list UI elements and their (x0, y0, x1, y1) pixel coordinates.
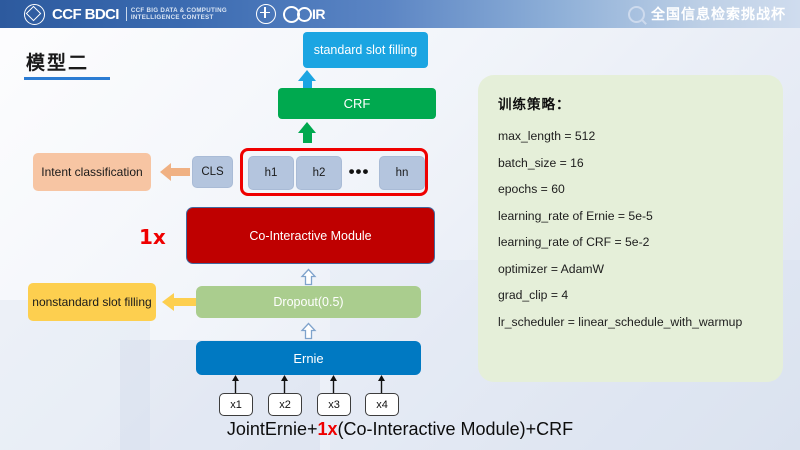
node-nonstandard-slot-filling: nonstandard slot filling (28, 283, 156, 321)
node-input-x2: x2 (268, 393, 302, 416)
hyperparameter-line: grad_clip = 4 (498, 288, 569, 302)
training-strategy-panel: 训练策略： max_length = 512 batch_size = 16 e… (478, 75, 783, 382)
node-crf: CRF (278, 88, 436, 119)
node-input-x4: x4 (365, 393, 399, 416)
node-standard-slot-filling: standard slot filling (303, 32, 428, 68)
ccf-tagline: CCF BIG DATA & COMPUTING INTELLIGENCE CO… (125, 6, 227, 22)
header-title: 全国信息检索挑战杯 (651, 7, 786, 23)
header-bar: CCF BDCI CCF BIG DATA & COMPUTING INTELL… (0, 0, 800, 28)
caption-suffix: (Co-Interactive Module)+CRF (337, 419, 574, 439)
arrow-x4-to-ernie-icon (377, 375, 386, 394)
caption-prefix: JointErnie+ (226, 419, 318, 439)
ccf-seal-icon (24, 3, 45, 25)
title-underline (24, 77, 110, 80)
hyperparameter-line: batch_size = 16 (498, 155, 584, 170)
arrow-x3-to-ernie-icon (329, 375, 338, 394)
cqir-logo-text: IR (311, 6, 326, 22)
node-ernie: Ernie (196, 341, 421, 375)
arrow-x2-to-ernie-icon (280, 375, 289, 394)
node-cls-token: CLS (192, 156, 233, 188)
hyperparameter-line: lr_scheduler = linear_schedule_with_warm… (498, 314, 743, 329)
node-dropout: Dropout(0.5) (196, 286, 421, 318)
header-title-group: 全国信息检索挑战杯 (628, 4, 800, 24)
header-logos: CCF BDCI CCF BIG DATA & COMPUTING INTELL… (0, 3, 326, 25)
arrow-dropout-to-nonstandard-icon (162, 293, 196, 311)
training-strategy-title: 训练策略： (498, 97, 571, 113)
node-input-x3: x3 (317, 393, 351, 416)
background-shape (0, 300, 150, 450)
node-hidden-state-h1: h1 (248, 156, 294, 190)
hyperparameter-line: learning_rate of CRF = 5e-2 (498, 235, 650, 249)
node-co-interactive-module: Co-Interactive Module (186, 207, 435, 264)
arrow-ernie-to-dropout-icon (300, 322, 317, 340)
gear-icon (296, 6, 312, 22)
arrow-x1-to-ernie-icon (231, 375, 240, 394)
node-hidden-state-hn: hn (379, 156, 425, 190)
hyperparameter-line: epochs = 60 (498, 182, 565, 196)
cqir-logo: IR (282, 5, 326, 23)
slide-caption: JointErnie+1x(Co-Interactive Module)+CRF (0, 419, 800, 440)
hyperparameter-line: max_length = 512 (498, 129, 596, 143)
node-input-x1: x1 (219, 393, 253, 416)
hyperparameter-line: learning_rate of Ernie = 5e-5 (498, 208, 653, 223)
arrow-dropout-to-module-icon (300, 268, 317, 286)
search-icon (628, 5, 645, 23)
caption-multiplier: 1x (317, 419, 338, 439)
arrow-cls-to-intent-icon (160, 163, 190, 181)
page-title: 模型二 (26, 52, 90, 74)
hyperparameter-line: optimizer = AdamW (498, 261, 604, 276)
arrow-crf-to-standard-slot-filling-icon (298, 70, 316, 89)
ccf-tagline-line2: INTELLIGENCE CONTEST (130, 14, 214, 21)
repeat-multiplier-label: 1x (139, 225, 166, 249)
arrow-hidden-states-to-crf-icon (298, 122, 316, 143)
hidden-states-highlight-box (240, 148, 428, 196)
contest-emblem-icon (255, 4, 276, 24)
ccf-bdci-logo-text: CCF BDCI (52, 5, 119, 23)
ellipsis-icon: ••• (348, 162, 370, 181)
ccf-tagline-line1: CCF BIG DATA & COMPUTING (130, 6, 227, 14)
node-intent-classification: Intent classification (33, 153, 151, 191)
node-hidden-state-h2: h2 (296, 156, 342, 190)
